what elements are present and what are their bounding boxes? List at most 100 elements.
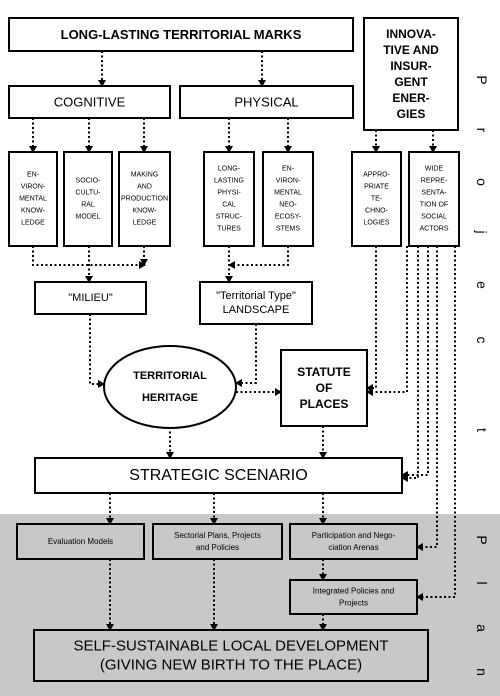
node-development-box <box>33 629 429 682</box>
node-cognitive: COGNITIVE <box>8 85 171 119</box>
connector-arrow <box>228 246 289 269</box>
node-socio-cultural-box <box>63 151 113 247</box>
connector-arrow <box>89 314 105 388</box>
node-innovative-line: ENER- <box>392 91 429 105</box>
node-marks: LONG-LASTING TERRITORIAL MARKS <box>8 17 354 52</box>
node-integrated-line: Integrated Policies and <box>313 587 394 596</box>
node-landscape: "Territorial Type" LANDSCAPE <box>199 281 313 325</box>
node-socio-cultural-line: MODEL <box>76 214 101 221</box>
node-eco-systems-line: NEO- <box>279 202 297 209</box>
node-innovative-line: INNOVA- <box>386 27 436 41</box>
connector-arrow <box>401 246 429 479</box>
node-sectorial-box <box>152 523 283 560</box>
connector-arrow <box>366 246 377 392</box>
node-scenario-line: STRATEGIC SCENARIO <box>129 467 307 484</box>
node-physical-structures-line: STRUC- <box>216 214 243 221</box>
node-social-actors-line: TION OF <box>420 202 448 209</box>
node-milieu-line: "MILIEU" <box>68 292 113 304</box>
node-integrated-line: Projects <box>339 599 368 608</box>
node-physical-structures-line: TURES <box>217 226 241 233</box>
node-statute-line: OF <box>316 381 333 395</box>
node-technologies-line: TE- <box>371 196 383 203</box>
node-participation: Participation and Nego-ciation Arenas <box>289 523 418 560</box>
node-making-knowledge-line: KNOW- <box>133 208 158 215</box>
side-label-plan-letter: l <box>474 581 490 584</box>
connector-arrow <box>416 246 456 601</box>
node-heritage-box <box>103 345 237 429</box>
node-marks-box <box>8 17 354 52</box>
node-technologies-line: CHNO- <box>365 208 389 215</box>
node-eco-systems-box <box>262 151 314 247</box>
node-statute-line: PLACES <box>300 397 349 411</box>
node-technologies-line: LOGIES <box>363 220 389 227</box>
node-milieu: "MILIEU" <box>34 281 147 315</box>
node-participation-line: Participation and Nego- <box>312 531 396 540</box>
side-label-project-letter: r <box>474 128 490 133</box>
node-participation-box <box>289 523 418 560</box>
node-social-actors-line: WIDE <box>425 166 444 173</box>
node-making-knowledge-box <box>118 151 171 247</box>
node-cognitive-line: COGNITIVE <box>54 95 126 110</box>
node-socio-cultural-line: CULTU- <box>75 190 101 197</box>
side-label-project-letter: j <box>474 229 490 233</box>
node-env-knowledge-line: LEDGE <box>21 220 45 227</box>
node-landscape-line: LANDSCAPE <box>223 304 290 316</box>
connector-arrow <box>401 246 419 482</box>
node-env-knowledge-line: MENTAL <box>19 196 47 203</box>
side-label-plan-letter: P <box>474 535 490 544</box>
node-development: SELF-SUSTAINABLE LOCAL DEVELOPMENT (GIVIN… <box>33 629 429 682</box>
node-physical-structures-line: LASTING <box>214 178 244 185</box>
connector-arrow <box>32 246 146 269</box>
node-socio-cultural-line: RAL <box>81 202 95 209</box>
node-innovative-line: GIES <box>397 107 426 121</box>
node-social-actors-line: SENTA- <box>421 190 447 197</box>
node-evaluation: Evaluation Models <box>16 523 145 560</box>
node-cognitive-box <box>8 85 171 119</box>
node-development-line: (GIVING NEW BIRTH TO THE PLACE) <box>100 657 362 674</box>
node-making-knowledge-line: MAKING <box>131 172 159 179</box>
node-marks-line: LONG-LASTING TERRITORIAL MARKS <box>61 27 302 42</box>
node-eco-systems-line: STEMS <box>276 226 300 233</box>
node-technologies-line: PRIATE <box>364 184 389 191</box>
node-physical-structures-line: PHYSI- <box>217 190 241 197</box>
node-development-line: SELF-SUSTAINABLE LOCAL DEVELOPMENT <box>73 638 388 655</box>
node-social-actors-box <box>408 151 460 247</box>
node-physical-line: PHYSICAL <box>234 95 298 110</box>
node-making-knowledge-line: PRODUCTION <box>121 196 168 203</box>
node-physical-structures-line: LONG- <box>218 166 241 173</box>
node-evaluation-line: Evaluation Models <box>48 537 113 546</box>
node-layer: LONG-LASTING TERRITORIAL MARKS INNOVA- TIV… <box>8 17 460 682</box>
node-socio-cultural-line: SOCIO- <box>76 178 102 185</box>
connector-layer <box>29 51 456 631</box>
node-landscape-line: "Territorial Type" <box>216 290 296 302</box>
node-statute: STATUTE OF PLACES <box>280 349 368 427</box>
side-label-project-letter: c <box>474 337 490 344</box>
node-statute-line: STATUTE <box>297 365 351 379</box>
node-physical: PHYSICAL <box>179 85 354 119</box>
connector-arrow <box>366 246 408 396</box>
side-label-project-letter: P <box>474 75 490 84</box>
node-eco-systems-line: MENTAL <box>274 190 302 197</box>
node-env-knowledge-line: VIRON- <box>21 184 46 191</box>
side-label-project-letter: e <box>474 281 490 289</box>
node-innovative-box <box>363 17 459 131</box>
node-physical-structures: LONG- LASTING PHYSI- CAL STRUC- TURES <box>203 151 255 247</box>
node-evaluation-box <box>16 523 145 560</box>
node-scenario-box <box>34 457 403 494</box>
node-eco-systems-line: EN- <box>282 166 295 173</box>
side-label-project-letter: t <box>474 428 490 432</box>
node-env-knowledge-line: EN- <box>27 172 40 179</box>
node-heritage-line: HERITAGE <box>142 392 198 404</box>
node-sectorial-line: Sectorial Plans, Projects <box>174 531 261 540</box>
node-physical-structures-line: CAL <box>222 202 236 209</box>
node-innovative-line: TIVE AND <box>383 43 439 57</box>
